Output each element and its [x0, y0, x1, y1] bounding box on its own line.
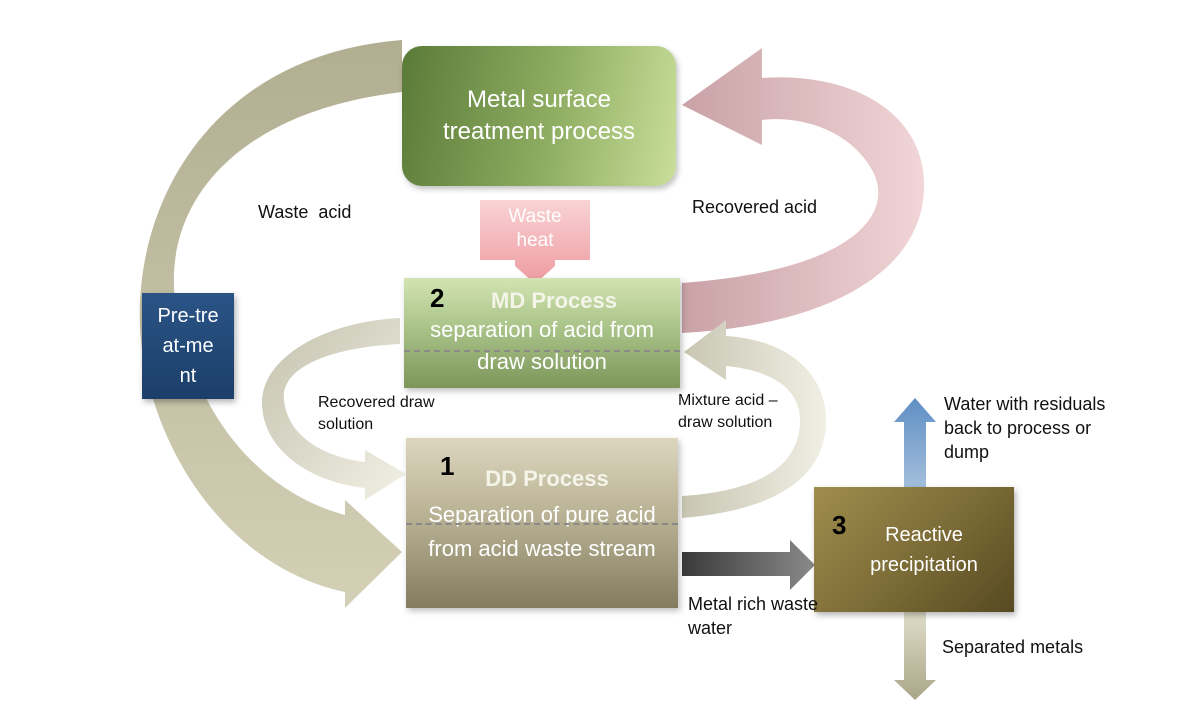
recovered-draw-arrow [262, 318, 406, 500]
dd-process-box: DD Process Separation of pure acid from … [406, 438, 678, 608]
reactive-label: Reactive precipitation [870, 523, 978, 576]
waste-acid-arrow [139, 40, 402, 608]
md-number: 2 [430, 283, 445, 313]
md-subtitle: separation of acid from draw solution [430, 317, 654, 374]
water-residuals-label: Water with residuals back to process or … [944, 394, 1116, 462]
md-process-box: MD Process separation of acid from draw … [404, 278, 680, 388]
pretreatment-box: Pre-treat-ment [142, 293, 234, 399]
md-divider [404, 350, 680, 352]
pretreatment-label: Pre-treat-ment [157, 305, 219, 387]
waste-heat-label-box: Waste heat [480, 200, 590, 258]
mixture-arrow [682, 320, 826, 518]
dd-number: 1 [440, 451, 455, 481]
mixture-label: Mixture acid – draw solution [678, 392, 778, 431]
recovered-acid-label: Recovered acid [692, 197, 818, 217]
water-up-arrow [894, 398, 936, 488]
waste-heat-label: Waste heat [508, 206, 562, 251]
dd-subtitle: Separation of pure acid from acid waste … [428, 502, 656, 561]
metal-surface-label: Metal surface treatment process [442, 86, 636, 145]
waste-acid-label: Waste acid [258, 202, 352, 222]
metal-rich-label: Metal rich waste water [688, 594, 819, 638]
metal-surface-box: Metal surface treatment process [402, 46, 676, 186]
separated-metals-label: Separated metals [942, 637, 1084, 657]
md-title: MD Process [491, 288, 617, 313]
dd-divider [406, 523, 678, 525]
reactive-number: 3 [832, 510, 847, 540]
waste-heat-arrow [480, 200, 590, 284]
dd-title: DD Process [485, 466, 609, 491]
recovered-draw-label: Recovered draw solution [318, 394, 435, 433]
recovered-acid-arrow [682, 48, 925, 333]
metals-down-arrow [894, 612, 936, 700]
metal-rich-arrow [682, 540, 815, 590]
reactive-box: Reactive precipitation [814, 487, 1014, 612]
